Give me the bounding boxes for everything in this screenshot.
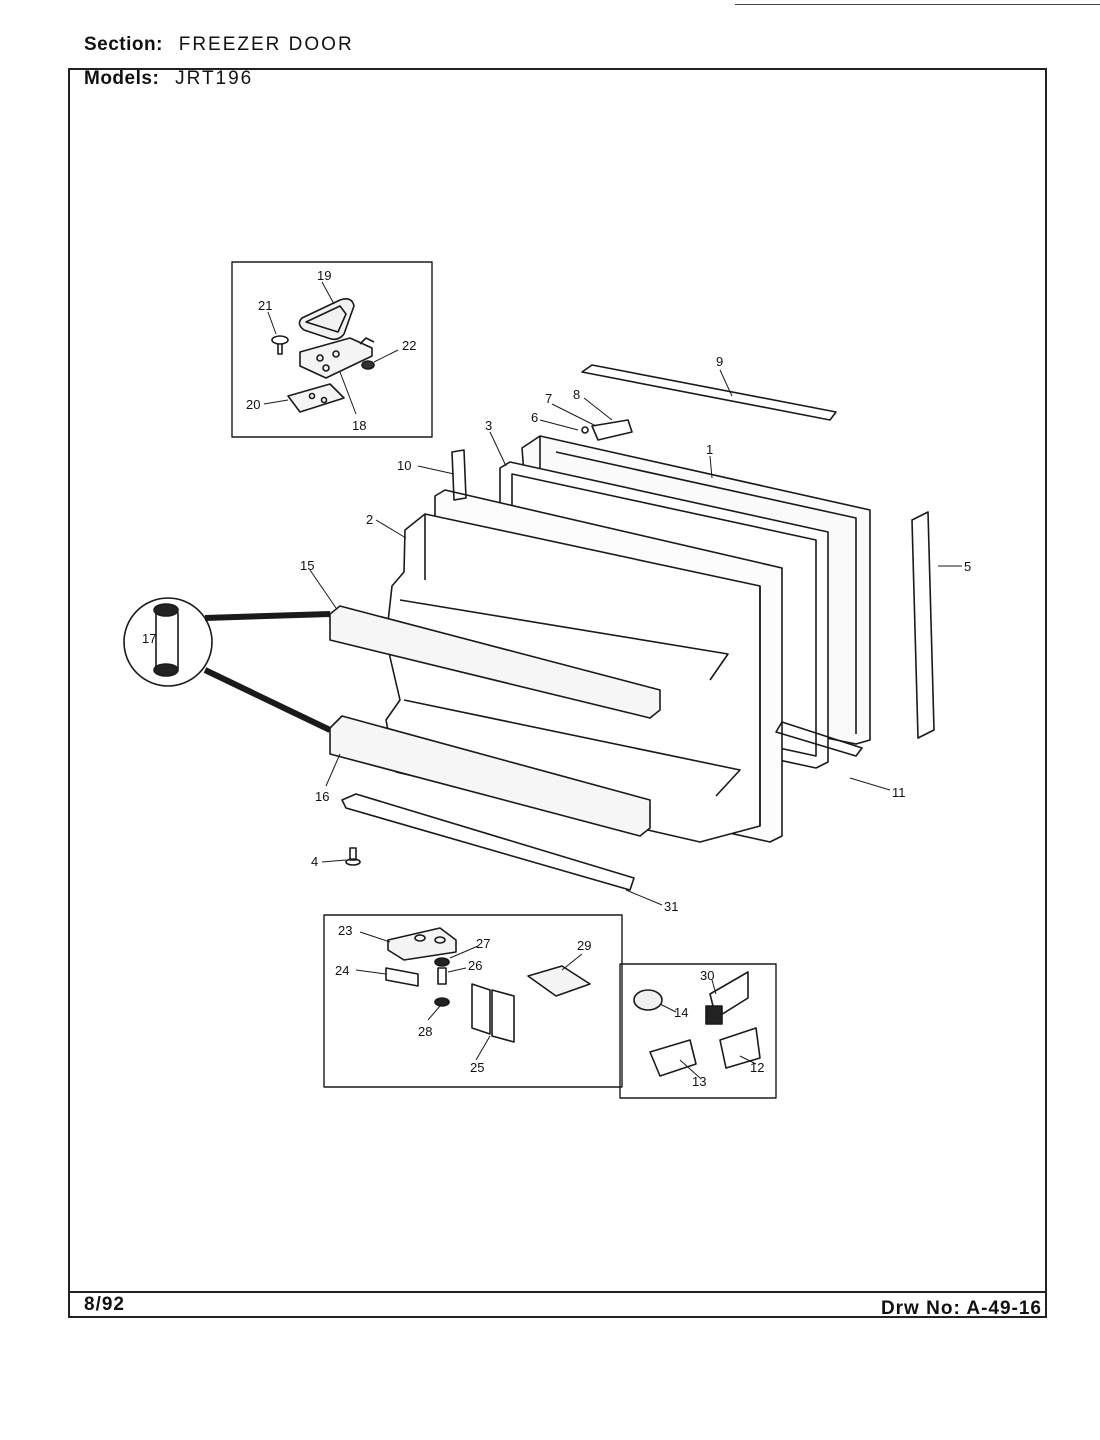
section-label: Section: — [84, 34, 163, 55]
callout-22: 22 — [402, 338, 416, 353]
callout-14: 14 — [674, 1005, 688, 1020]
callout-10: 10 — [397, 458, 411, 473]
cap-part-12 — [719, 1027, 761, 1069]
inset-box-hinge-cover — [231, 261, 433, 438]
screw-part-4 — [345, 847, 361, 866]
callout-21: 21 — [258, 298, 272, 313]
drawing-label: Drw No: — [880, 1298, 961, 1319]
door-bar-part-16 — [329, 715, 651, 837]
models-value: JRT196 — [175, 68, 254, 89]
callout-29: 29 — [577, 938, 591, 953]
diagram-frame — [68, 68, 1047, 1318]
callout-25: 25 — [470, 1060, 484, 1075]
callout-8: 8 — [573, 387, 580, 402]
callout-31: 31 — [664, 899, 678, 914]
washer-part-27 — [434, 957, 450, 967]
models-heading: Models: JRT196 — [84, 68, 253, 90]
top-edge-rule — [735, 4, 1100, 5]
callout-7: 7 — [545, 391, 552, 406]
callout-4: 4 — [311, 854, 318, 869]
callout-1: 1 — [706, 442, 713, 457]
callout-6: 6 — [531, 410, 538, 425]
callout-30: 30 — [700, 968, 714, 983]
handle-part-30 — [705, 971, 749, 1025]
callout-2: 2 — [366, 512, 373, 527]
bottom-trim-part-31 — [341, 793, 635, 891]
callout-11: 11 — [892, 785, 906, 800]
callout-19: 19 — [317, 268, 331, 283]
callout-16: 16 — [315, 789, 329, 804]
footer-date: 8/92 — [84, 1294, 125, 1315]
section-value: FREEZER DOOR — [178, 34, 354, 55]
callout-20: 20 — [246, 397, 260, 412]
drawing-number: A-49-16 — [966, 1298, 1042, 1319]
hinge-part-23 — [387, 927, 457, 961]
hinge-cover-part-19 — [298, 298, 355, 341]
callout-9: 9 — [716, 354, 723, 369]
section-heading: Section: FREEZER DOOR — [84, 34, 354, 56]
callout-13: 13 — [692, 1074, 706, 1089]
hinge-plate-part-18 — [299, 337, 375, 379]
callout-labels: 19 21 22 18 20 9 7 8 6 3 10 1 2 5 15 17 … — [142, 268, 971, 1089]
footer-drawing-number: Drw No: A-49-16 — [881, 1298, 1042, 1320]
cap-part-13 — [649, 1039, 697, 1077]
leader-lines — [263, 281, 962, 1079]
callout-17: 17 — [142, 631, 156, 646]
shim-part-24 — [385, 967, 419, 987]
callout-23: 23 — [338, 923, 352, 938]
screw-part-6 — [581, 426, 589, 434]
washer-part-28 — [434, 997, 450, 1007]
door-bar-part-15 — [329, 605, 661, 719]
plug-part-14 — [633, 989, 663, 1011]
callout-28: 28 — [418, 1024, 432, 1039]
callout-27: 27 — [476, 936, 490, 951]
bracket-part-29 — [527, 965, 591, 997]
callout-26: 26 — [468, 958, 482, 973]
trim-strip-part-9 — [581, 364, 837, 421]
callout-18: 18 — [352, 418, 366, 433]
detail-magnifier-part-17 — [123, 597, 332, 733]
callout-24: 24 — [335, 963, 349, 978]
inset-box-hinge — [323, 914, 623, 1088]
shim-part-20 — [287, 383, 345, 413]
pin-part-26 — [437, 967, 447, 985]
inset-box-handle — [619, 963, 777, 1099]
plates-part-25 — [471, 983, 515, 1043]
callout-15: 15 — [300, 558, 314, 573]
footer-rule — [68, 1291, 1047, 1293]
bracket-part-8 — [591, 419, 633, 441]
strip-part-10 — [451, 449, 467, 501]
callout-5: 5 — [964, 559, 971, 574]
strip-part-11 — [775, 721, 863, 757]
screw-part-21 — [271, 335, 289, 355]
callout-12: 12 — [750, 1060, 764, 1075]
washer-part-22 — [361, 360, 375, 370]
callout-3: 3 — [485, 418, 492, 433]
side-rail-part-5 — [911, 511, 935, 739]
models-label: Models: — [84, 68, 160, 89]
